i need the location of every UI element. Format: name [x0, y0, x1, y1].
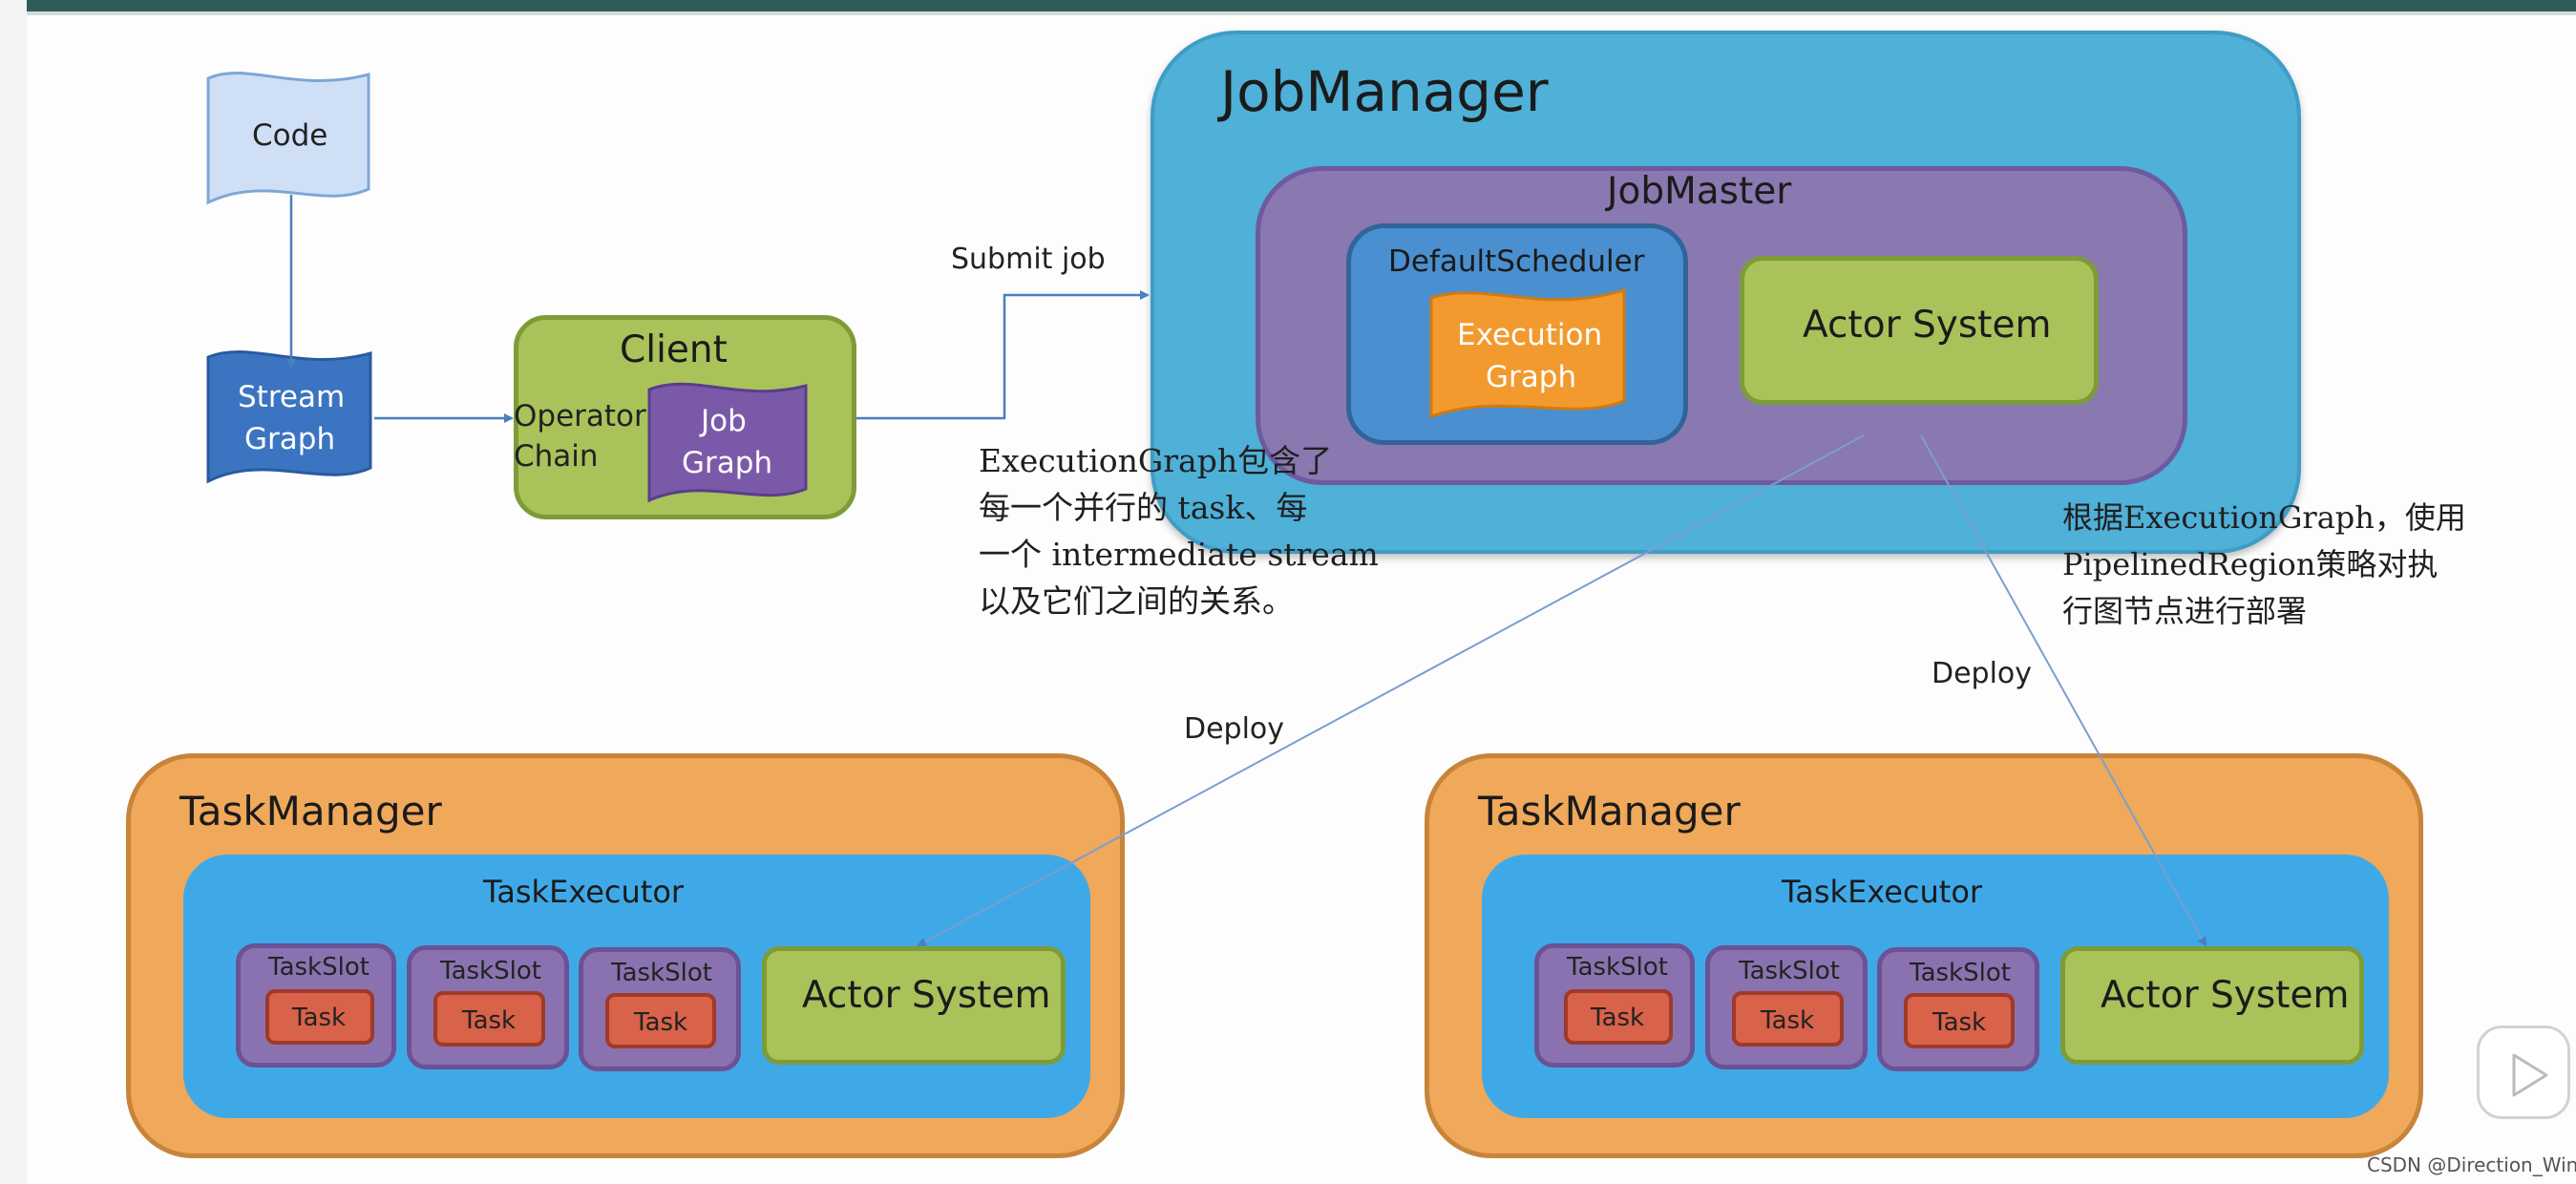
- task-slot-label: TaskSlot: [611, 959, 712, 987]
- note-left-line1: ExecutionGraph包含了: [979, 442, 1333, 479]
- left-margin: [0, 0, 27, 1184]
- tm-actor-system-box: [762, 946, 1066, 1065]
- task-manager-title: TaskManager: [1478, 788, 1741, 835]
- stream-graph-line1: Stream: [238, 380, 346, 414]
- jm-actor-system-box: [1740, 256, 2099, 405]
- task-label: Task: [292, 1004, 347, 1032]
- job-manager-title: JobManager: [1220, 59, 1549, 124]
- task-slot-label: TaskSlot: [1567, 953, 1668, 982]
- default-scheduler-label: DefaultScheduler: [1388, 244, 1645, 279]
- execution-graph-line1: Execution: [1457, 318, 1603, 352]
- task-box: [1732, 991, 1844, 1047]
- task-slot-label: TaskSlot: [268, 953, 370, 982]
- task-box: [1904, 993, 2015, 1048]
- tm-actor-system-label: Actor System: [802, 974, 1051, 1017]
- top-bar: [0, 0, 2576, 11]
- task-label: Task: [634, 1008, 688, 1037]
- tm-actor-system-box: [2060, 946, 2364, 1065]
- play-icon: [2512, 1053, 2548, 1097]
- execution-graph-line2: Graph: [1486, 360, 1577, 394]
- jm-actor-system-label: Actor System: [1803, 304, 2052, 347]
- stream-graph-line2: Graph: [244, 422, 336, 456]
- task-box: [605, 993, 716, 1048]
- operator-chain-line1: Operator: [514, 399, 646, 433]
- note-left-line3: 一个 intermediate stream: [979, 536, 1379, 573]
- task-slot-label: TaskSlot: [1910, 959, 2011, 987]
- stream-graph-shape: [206, 350, 372, 484]
- tm-actor-system-label: Actor System: [2101, 974, 2350, 1017]
- note-right-line3: 行图节点进行部署: [2062, 593, 2308, 629]
- job-graph-shape: [647, 382, 808, 503]
- task-label: Task: [1932, 1008, 1987, 1037]
- task-label: Task: [1591, 1004, 1645, 1032]
- deploy-left-label: Deploy: [1184, 712, 1285, 746]
- code-label: Code: [252, 118, 328, 153]
- task-label: Task: [462, 1006, 517, 1035]
- task-slot-label: TaskSlot: [440, 957, 541, 985]
- note-left: ExecutionGraph包含了 每一个并行的 task、每 一个 inter…: [979, 437, 1379, 624]
- note-right-line2: PipelinedRegion策略对执: [2062, 546, 2439, 582]
- arrow-deploy-right: [1920, 434, 2206, 947]
- watermark: CSDN @Direction_Wind: [2367, 1153, 2576, 1176]
- task-manager-title: TaskManager: [179, 788, 442, 835]
- job-master-title: JobMaster: [1607, 170, 1792, 213]
- task-executor-label: TaskExecutor: [1782, 874, 1983, 910]
- note-right-line1: 根据ExecutionGraph，使用: [2062, 499, 2466, 536]
- task-box: [1564, 989, 1673, 1045]
- code-document-shape: [206, 72, 370, 205]
- task-box: [433, 991, 545, 1047]
- task-label: Task: [1761, 1006, 1815, 1035]
- client-title: Client: [620, 328, 728, 371]
- job-graph-line1: Job: [701, 404, 747, 438]
- task-executor-label: TaskExecutor: [483, 874, 685, 910]
- note-right: 根据ExecutionGraph，使用 PipelinedRegion策略对执 …: [2062, 495, 2466, 635]
- play-button-overlay[interactable]: [2477, 1025, 2570, 1119]
- operator-chain-line2: Chain: [514, 439, 599, 474]
- arrow-client-to-jobmanager: [856, 290, 1150, 420]
- arrow-deploy-left: [917, 434, 1865, 946]
- task-box: [265, 989, 374, 1045]
- job-graph-line2: Graph: [682, 446, 773, 480]
- submit-job-label: Submit job: [951, 243, 1106, 276]
- deploy-right-label: Deploy: [1932, 657, 2033, 690]
- execution-graph-shape: [1429, 287, 1626, 419]
- note-left-line2: 每一个并行的 task、每: [979, 489, 1308, 526]
- top-bar-highlight: [0, 11, 2576, 15]
- task-slot-label: TaskSlot: [1739, 957, 1840, 985]
- note-left-line4: 以及它们之间的关系。: [979, 582, 1294, 620]
